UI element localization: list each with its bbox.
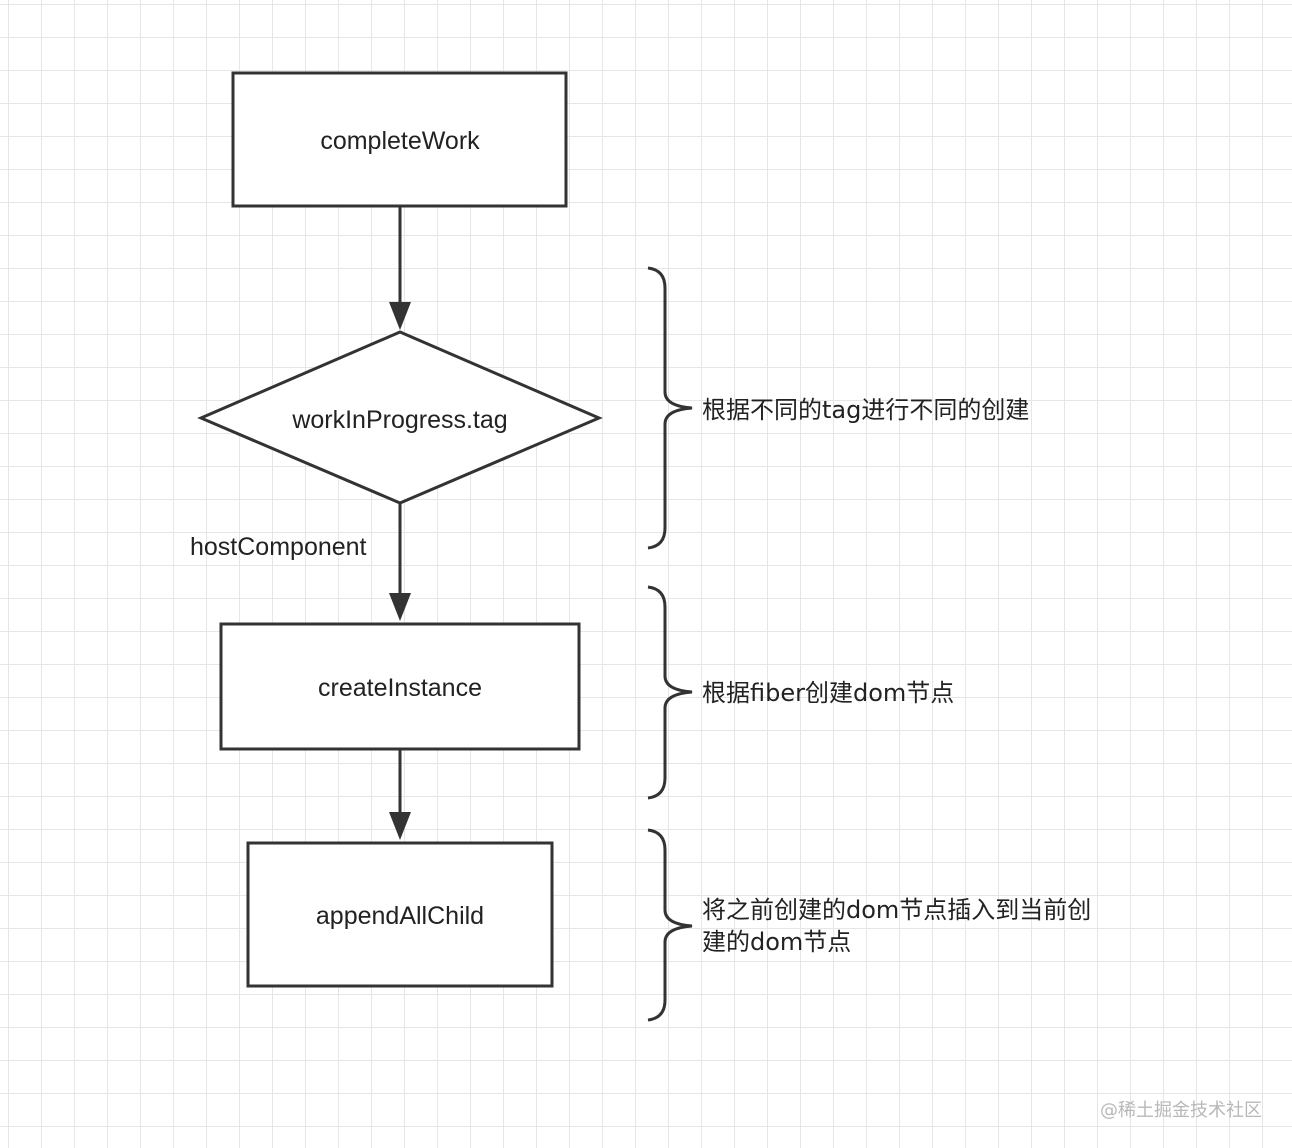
node-create-instance-label: createInstance xyxy=(318,674,482,702)
node-complete-work: completeWork xyxy=(231,71,568,208)
node-complete-work-label: completeWork xyxy=(320,127,480,155)
node-create-instance: createInstance xyxy=(219,622,581,751)
brace-create-instance xyxy=(647,585,693,800)
edge-completework-to-tag xyxy=(389,206,411,330)
brace-append-all-child xyxy=(647,828,693,1022)
note-insert-line-1: 将之前创建的dom节点插入到当前创 xyxy=(702,896,1091,924)
edge-label-host-component: hostComponent xyxy=(190,533,367,561)
note-by-tag: 根据不同的tag进行不同的创建 xyxy=(702,396,1029,424)
note-insert-line-2: 建的dom节点 xyxy=(702,928,851,956)
node-work-in-progress-tag: workInProgress.tag xyxy=(197,330,603,505)
edge-tag-to-createinstance xyxy=(389,503,411,621)
edge-createinstance-to-appendallchild xyxy=(389,749,411,840)
brace-tag xyxy=(647,266,693,550)
node-work-in-progress-tag-label: workInProgress.tag xyxy=(291,406,507,434)
node-append-all-child: appendAllChild xyxy=(246,841,554,988)
node-append-all-child-label: appendAllChild xyxy=(316,902,484,930)
note-by-fiber: 根据fiber创建dom节点 xyxy=(702,679,954,707)
watermark-text: @稀土掘金技术社区 xyxy=(1100,1100,1262,1121)
